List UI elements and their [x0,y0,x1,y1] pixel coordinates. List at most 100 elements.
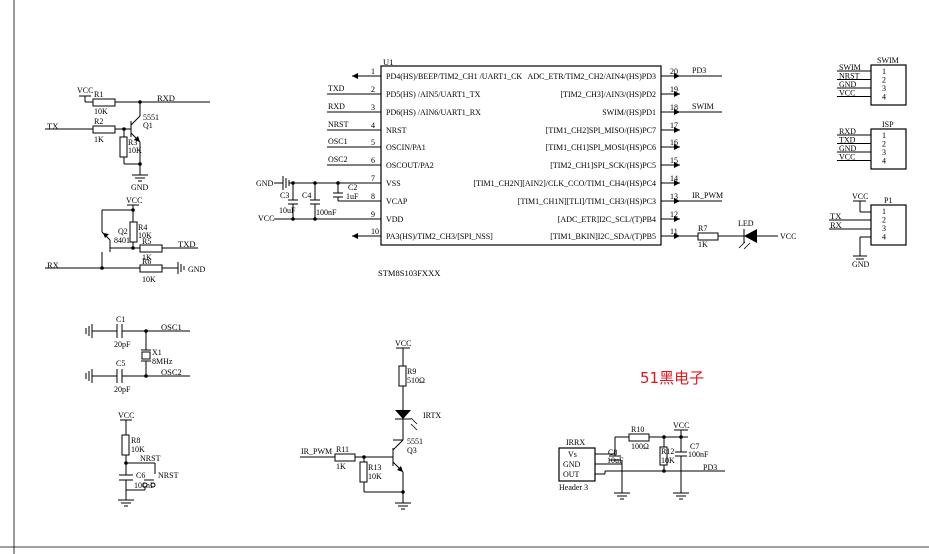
r13 [359,461,368,483]
pin-name: VDD [386,215,404,224]
ground-symbol [282,176,290,190]
svg-text:P1: P1 [884,196,892,205]
mcu-part-number: STM8S103FXXX [378,268,440,278]
r3 [119,136,128,158]
r6 [139,264,163,273]
net-label: SWIM [692,102,714,111]
pin-number: 5 [371,138,375,147]
svg-text:1K: 1K [94,135,104,144]
header-pin-label: TXD [839,136,856,145]
svg-text:R7: R7 [698,224,707,233]
svg-text:Q1: Q1 [143,121,153,130]
mcu-body [380,65,662,246]
svg-text:RX: RX [830,220,842,230]
svg-text:R4: R4 [138,223,147,232]
ground-symbol [673,492,689,500]
pin-name: PA3(HS)/TIM2_CH3/[SPI_NSS] [386,232,493,241]
svg-text:1K: 1K [336,462,346,471]
svg-text:VCC: VCC [258,214,274,223]
svg-text:X1: X1 [152,348,162,357]
pin-number: 13 [670,192,678,201]
net-rxd-label: RXD [157,93,175,103]
svg-text:IRTX: IRTX [423,411,441,420]
svg-text:C7: C7 [690,442,699,451]
svg-text:VCC: VCC [118,411,134,420]
svg-text:SWIM: SWIM [877,56,899,65]
svg-text:8MHz: 8MHz [152,357,173,366]
svg-text:OUT: OUT [563,470,580,479]
svg-text:5551: 5551 [143,113,159,122]
svg-text:10K: 10K [138,231,152,240]
pin-name: VCAP [386,197,408,206]
pin-number: 11 [670,227,678,236]
pin-name: [TIM1_BKIN]I2C_SDA/(T)PB5 [550,232,656,241]
net-label: TXD [328,84,345,93]
svg-text:20pF: 20pF [114,385,131,394]
svg-text:10uF: 10uF [607,456,624,465]
svg-text:GND: GND [131,183,149,192]
pin-number: 4 [371,121,375,130]
svg-text:1K: 1K [698,240,708,249]
svg-text:10K: 10K [131,445,145,454]
header-pin-label: VCC [839,89,855,98]
led-symbol [744,229,757,243]
header-pin-number: 4 [882,157,886,166]
r9 [398,365,407,387]
header-pin-number: 3 [882,84,886,93]
svg-text:10K: 10K [661,456,675,465]
svg-text:IR_PWM: IR_PWM [301,447,332,456]
svg-text:LED: LED [738,219,754,228]
svg-text:R6: R6 [142,257,151,266]
pin-number: 10 [371,227,379,236]
net-nrst-label: NRST [140,454,161,463]
svg-text:R1: R1 [94,90,103,99]
svg-text:5551: 5551 [407,437,423,446]
svg-text:R3: R3 [128,138,137,147]
pin-number: 16 [670,138,678,147]
pin-name: PD5(HS) /AIN5/UART1_TX [386,90,481,99]
svg-text:100nF: 100nF [316,208,337,217]
svg-text:100Ω: 100Ω [631,442,649,451]
header-pin-number: 1 [882,207,886,216]
svg-text:VCC: VCC [126,196,142,205]
svg-text:10K: 10K [142,275,156,284]
pin-number: 18 [670,103,678,112]
header-pin-number: 3 [882,224,886,233]
svg-text:10K: 10K [128,146,142,155]
led-circuit: R7 1K LED VCC [680,219,796,250]
ground-symbol [614,492,630,500]
pin-name: [ADC_ETR]I2C_SCL/(T)PB4 [558,215,656,224]
svg-text:8401: 8401 [114,236,130,245]
header-pin-number: 4 [882,233,886,242]
svg-text:10K: 10K [94,107,108,116]
pin-name: PD6(HS) /AIN6/UART1_RX [386,108,481,117]
svg-text:1K: 1K [142,253,152,262]
svg-text:Q3: Q3 [407,446,417,455]
power-decoupling: GND C2 1uF C3 10uF C4 100nF VCC [256,176,369,223]
net-label: RXD [328,102,345,111]
svg-text:1uF: 1uF [346,192,359,201]
net-label: NRST [328,120,349,129]
svg-text:C8: C8 [608,448,617,457]
pin-name: [TIM1_CH2]SPI_MISO/(HS)PC7 [546,126,656,135]
svg-text:R10: R10 [631,425,644,434]
svg-text:GND: GND [256,179,274,188]
svg-text:VCC: VCC [673,421,689,430]
net-tx-label: TX [47,121,58,131]
pin-number: 1 [371,67,375,76]
net-label: PD3 [692,66,706,75]
svg-text:NRST: NRST [158,471,179,480]
header-pin-label: RXD [839,127,856,136]
svg-text:Header 3: Header 3 [559,483,588,492]
pin-name: NRST [386,126,407,135]
pin-number: 15 [670,156,678,165]
pin-name: [TIM2_CH3]/AIN3/(HS)PD2 [560,90,656,99]
header-pin-number: 2 [882,140,886,149]
r1 [92,98,116,107]
svg-text:Vs: Vs [568,450,577,459]
svg-text:GND: GND [188,265,206,274]
q1-tx-circuit: VCC R1 10K RXD TX R2 1K 5551 Q1 R3 10K [45,86,210,192]
pin-name: SWIM/(HS)PD1 [602,108,656,117]
